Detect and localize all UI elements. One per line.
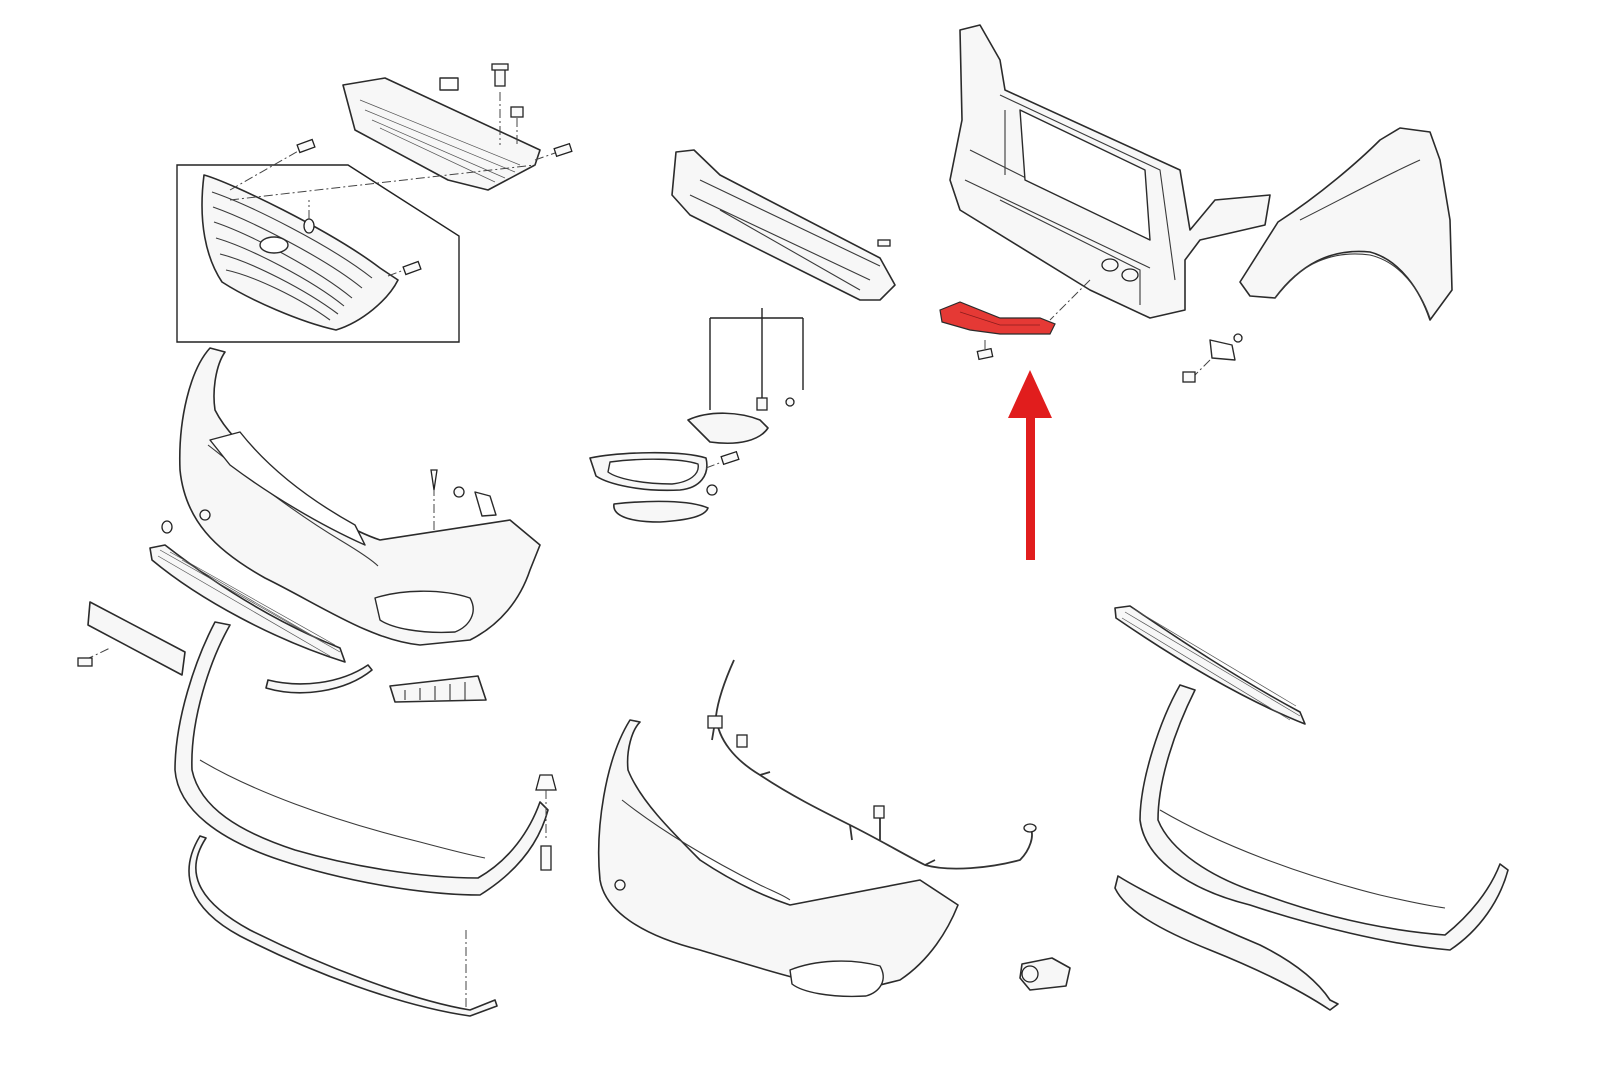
front-bumper-cover xyxy=(178,347,541,646)
bumper-fasteners xyxy=(161,469,497,534)
radiator-grille xyxy=(201,174,399,331)
fog-lamp-garnish-strip xyxy=(265,664,373,694)
grille-assembly xyxy=(176,138,460,343)
bracket-part xyxy=(939,301,1056,335)
lower-lip-molding-alt xyxy=(1114,875,1339,1011)
emblem-clip xyxy=(303,218,315,234)
lower-grille-alt xyxy=(1114,605,1306,725)
bumper-grille-frame xyxy=(209,431,366,546)
parking-sensor xyxy=(1019,957,1071,991)
cover-bolt-side xyxy=(534,142,573,161)
license-plate-bracket xyxy=(77,601,186,676)
lower-bumper-skirt-alt xyxy=(1139,684,1509,951)
absorber-clip xyxy=(877,239,891,247)
grille-bolt-upper xyxy=(229,138,316,191)
highlight-arrow xyxy=(1008,370,1052,560)
front-end-carrier xyxy=(949,24,1271,321)
hyundai-emblem xyxy=(259,236,289,254)
bumper-energy-absorber xyxy=(671,149,896,301)
front-fender xyxy=(1239,127,1453,321)
cover-bolt-top xyxy=(491,63,509,87)
bumper-fog-opening xyxy=(374,590,474,634)
parking-sensor-wiring-harness xyxy=(707,659,1037,870)
upper-grille-cover xyxy=(229,63,573,201)
bumper-mounting-bracket-highlighted xyxy=(939,301,1056,361)
fog-lamp-screw xyxy=(705,450,740,469)
cover-clip xyxy=(510,106,524,145)
fog-lamp-cover xyxy=(613,500,709,523)
lower-lip-molding xyxy=(188,835,498,1017)
lower-bumper-skirt xyxy=(174,621,549,1010)
plate-bolt xyxy=(77,657,93,667)
fender-clip xyxy=(1182,333,1243,383)
bumper-side-retainer xyxy=(389,675,487,703)
lower-grille xyxy=(149,544,346,663)
grille-bolt-lower xyxy=(387,260,422,277)
skirt-clip xyxy=(535,774,557,871)
fog-lamp-group xyxy=(589,308,804,523)
fog-lamp-unit xyxy=(687,412,769,445)
bracket-bolt xyxy=(976,347,994,361)
cover-label xyxy=(439,77,459,91)
grille-inset-frame xyxy=(176,164,460,343)
front-bumper-cover-sensor-version xyxy=(597,719,959,998)
